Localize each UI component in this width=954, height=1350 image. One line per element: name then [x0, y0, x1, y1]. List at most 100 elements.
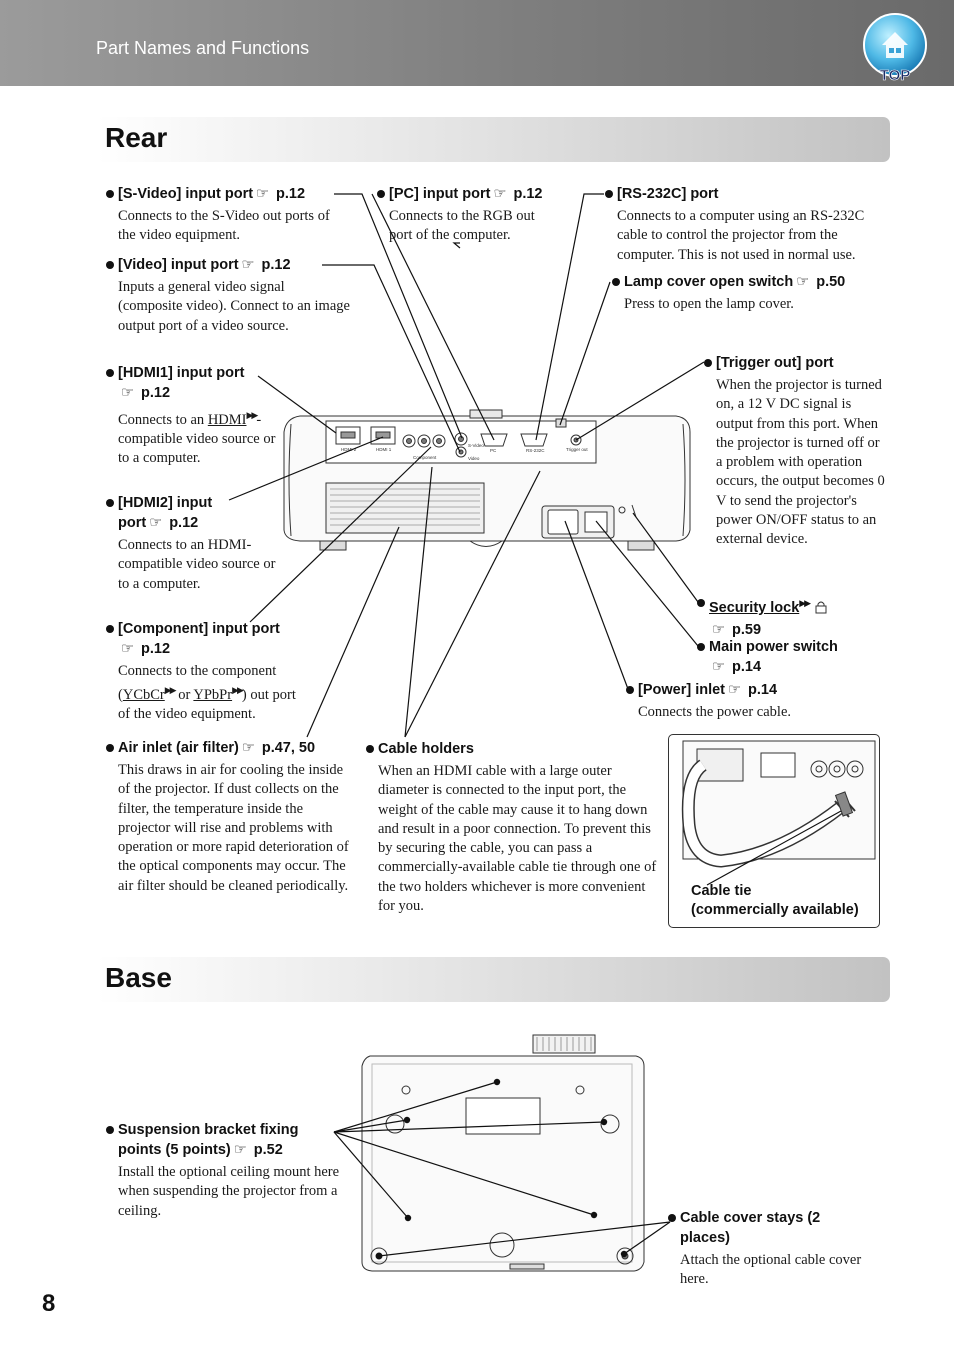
item-description: This draws in air for cooling the inside…	[118, 762, 349, 894]
page-ref-link[interactable]: p.12	[513, 186, 543, 202]
item-title: [S-Video] input port☞ p.12	[105, 184, 350, 204]
panel-label-component: Component	[413, 455, 437, 460]
page-ref-link[interactable]: p.50	[816, 274, 846, 290]
desc-text: or	[174, 687, 194, 704]
section-rear: Rear	[96, 117, 890, 162]
item-title: Cable cover stays (2 places)	[667, 1208, 830, 1248]
title-text: [HDMI1] input port	[118, 365, 245, 381]
item-description: Connects to an HDMI▶▶-compatible video s…	[105, 406, 280, 469]
item-main-power-switch: Main power switch☞p.14	[696, 637, 886, 677]
title-text: [S-Video] input port	[118, 186, 254, 202]
panel-label-hdmi1: HDMI 1	[376, 447, 392, 452]
item-title: [HDMI2] input port☞p.12	[105, 493, 238, 533]
page-ref-link[interactable]: p.12	[169, 515, 199, 531]
item-hdmi2-port: [HDMI2] input port☞p.12 Connects to an H…	[105, 493, 280, 594]
page-ref-link[interactable]: p.52	[253, 1142, 283, 1158]
panel-label-video: Video	[468, 456, 480, 461]
reference-hand-icon: ☞	[728, 682, 742, 698]
item-cable-holders: Cable holders When an HDMI cable with a …	[365, 739, 665, 916]
item-description: Inputs a general video signal (composite…	[118, 279, 350, 334]
base-leader-lines	[333, 1081, 671, 1257]
page-ref-link[interactable]: p.12	[141, 641, 171, 657]
reference-hand-icon: ☞	[712, 621, 725, 638]
page-number: 8	[42, 1290, 56, 1317]
item-description: When an HDMI cable with a large outer di…	[378, 763, 657, 915]
page-ref-link[interactable]: p.12	[276, 186, 306, 202]
section-title-base: Base	[105, 962, 172, 993]
desc-text: Connects to the component (	[118, 663, 277, 704]
item-description: Connects to the component (YCbCr▶▶ or YP…	[105, 662, 310, 725]
panel-label-rs232c: RS-232C	[526, 448, 545, 453]
header-bar: Part Names and Functions TOP	[0, 0, 954, 86]
title-text: [PC] input port	[389, 186, 491, 202]
panel-label-hdmi2: HDMI 2	[341, 447, 357, 452]
title-text: Lamp cover open switch	[624, 274, 794, 290]
reference-hand-icon: ☞	[796, 274, 810, 290]
reference-hand-icon: ☞	[493, 186, 507, 202]
top-icon: TOP	[863, 13, 927, 84]
desc-text: -compatible video source or to a compute…	[118, 411, 276, 467]
item-hdmi1-port: [HDMI1] input port ☞ p.12 Connects to an H…	[105, 363, 280, 469]
cable-tie-inset	[668, 734, 880, 928]
title-text: [Power] inlet	[638, 682, 726, 698]
glossary-link-ypbpr[interactable]: YPbPr	[193, 687, 233, 704]
reference-hand-icon: ☞	[256, 186, 270, 202]
panel-label-svideo: S-Video	[468, 443, 484, 448]
lock-icon	[815, 600, 827, 620]
page-ref-link[interactable]: p.47, 50	[261, 740, 316, 756]
projector-base-illustration	[361, 1034, 645, 1272]
item-title: [Component] input port☞p.12	[105, 619, 310, 659]
reference-hand-icon: ☞	[241, 740, 255, 756]
section-title-rear: Rear	[105, 122, 168, 153]
reference-hand-icon: ☞	[121, 641, 134, 657]
item-description: Install the optional ceiling mount here …	[118, 1164, 340, 1219]
panel-labels: HDMI 2 HDMI 1 Component S-Video Video PC…	[341, 443, 588, 461]
item-title: [HDMI1] input port ☞ p.12	[105, 363, 280, 403]
item-title: Security lock▶▶ ☞ p.59	[696, 593, 886, 640]
title-text: [HDMI2] input port	[118, 495, 213, 531]
item-description: Press to open the lamp cover.	[624, 296, 794, 312]
page-ref-link[interactable]: p.14	[732, 659, 762, 675]
title-text: Air inlet (air filter)	[118, 740, 239, 756]
page-ref-link[interactable]: p.12	[141, 385, 171, 401]
reference-hand-icon: ☞	[233, 1142, 247, 1158]
title-text: Suspension bracket fixing points (5 poin…	[118, 1122, 299, 1158]
page-ref-link[interactable]: p.12	[261, 257, 291, 273]
cable-tie-illustration	[681, 740, 876, 886]
item-pc-port: [PC] input port☞ p.12 Connects to the RGB…	[376, 184, 571, 246]
glossary-arrow-icon: ▶▶	[799, 598, 811, 608]
page-ref-link[interactable]: p.14	[748, 682, 778, 698]
item-title: Lamp cover open switch☞ p.50	[611, 272, 891, 292]
item-description: When the projector is turned on, a 12 V …	[716, 377, 885, 548]
label-line-2: (commercially available)	[691, 902, 859, 918]
title-text: Main power switch	[709, 639, 838, 655]
glossary-link-hdmi[interactable]: HDMI	[207, 411, 247, 428]
reference-hand-icon: ☞	[241, 257, 255, 273]
item-suspension-bracket-points: Suspension bracket fixing points (5 poin…	[105, 1120, 355, 1221]
glossary-arrow-icon: ▶▶	[164, 685, 177, 696]
label-line-1: Cable tie	[691, 883, 752, 899]
top-button[interactable]: TOP	[860, 12, 930, 86]
item-title: Air inlet (air filter)☞ p.47, 50	[105, 738, 355, 758]
desc-text: ) out port of the video equipment.	[118, 687, 296, 723]
panel-label-pc: PC	[490, 448, 497, 453]
page-ref-link[interactable]: p.59	[732, 621, 762, 638]
panel-label-trigger: Trigger out	[566, 447, 588, 452]
item-power-inlet: [Power] inlet☞p.14 Connects the power ca…	[625, 680, 875, 722]
section-base: Base	[96, 957, 890, 1002]
item-security-lock: Security lock▶▶ ☞ p.59	[696, 593, 886, 640]
item-rs232c-port: [RS-232C] port Connects to a computer us…	[604, 184, 894, 265]
item-video-port: [Video] input port☞p.12 Inputs a general…	[105, 255, 350, 336]
glossary-link-security-lock[interactable]: Security lock	[709, 599, 800, 616]
cable-tie-label: Cable tie (commercially available)	[691, 882, 859, 920]
item-description: Connects to the RGB out port of the comp…	[389, 208, 535, 244]
item-title: [Trigger out] port	[703, 353, 888, 373]
item-title: [Power] inlet☞ p.14	[625, 680, 875, 700]
svg-text:TOP: TOP	[880, 67, 911, 84]
glossary-arrow-icon: ▶▶	[246, 410, 258, 420]
item-description: Connects to the S-Video out ports of the…	[118, 208, 330, 244]
reference-hand-icon: ☞	[121, 385, 134, 401]
item-title: Cable holders	[365, 739, 665, 759]
glossary-link-ycbcr[interactable]: YCbCr	[122, 687, 165, 704]
